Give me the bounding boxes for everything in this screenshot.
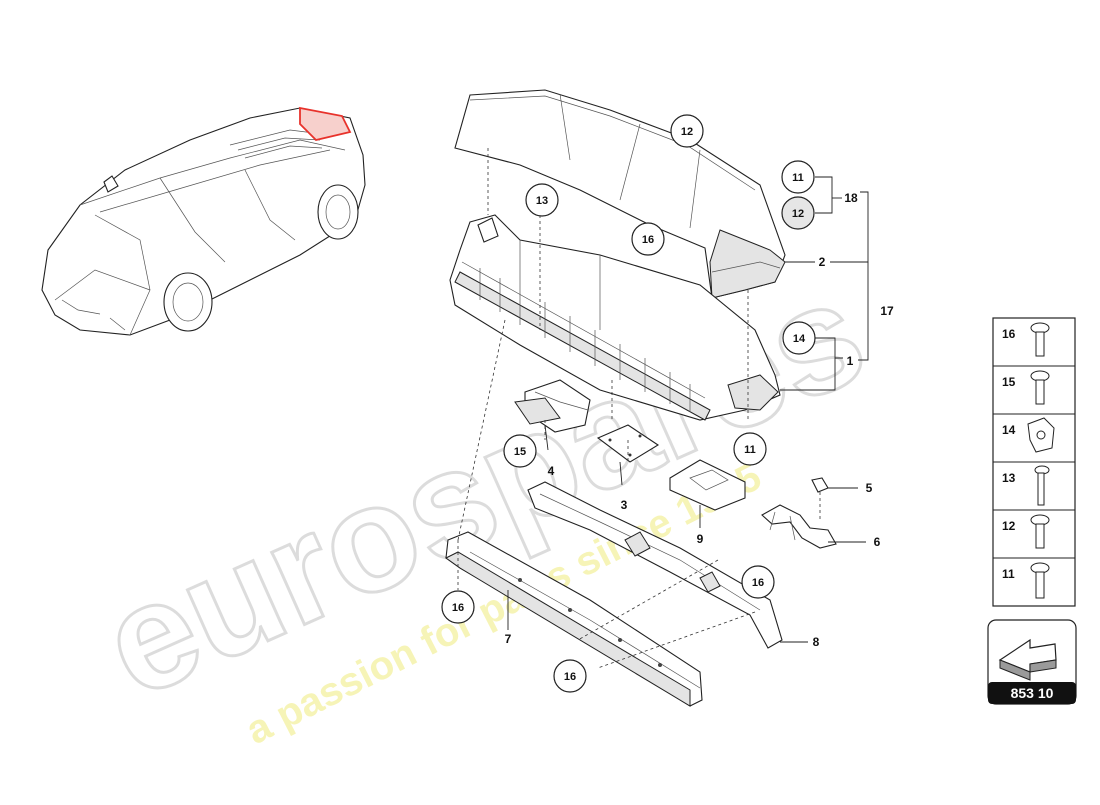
part-label-1: 1 [847,354,854,368]
callout-15: 15 [503,434,537,468]
callout-16-beam-bottom: 16 [553,659,587,693]
svg-text:13: 13 [1002,471,1016,485]
screw-icon [1030,322,1050,357]
callout-16-rail: 16 [741,565,775,599]
svg-text:11: 11 [744,444,756,456]
part-label-3: 3 [621,498,628,512]
svg-text:16: 16 [564,671,576,683]
legend-row-15: 15 [1002,370,1050,405]
plate-9 [669,459,746,511]
callout-13: 13 [525,183,559,217]
svg-text:14: 14 [1002,423,1016,437]
svg-text:16: 16 [1002,327,1016,341]
clip-5 [811,477,829,493]
cable-6 [761,504,837,549]
legend-row-11: 11 [1002,562,1050,599]
screw-icon [1030,370,1050,405]
part-label-5: 5 [866,481,873,495]
callout-11-kit: 11 [781,160,815,194]
part-label-7: 7 [505,632,512,646]
part-label-2: 2 [819,255,826,269]
svg-text:16: 16 [752,577,764,589]
screw-icon [1030,514,1050,549]
svg-text:12: 12 [792,208,804,220]
callout-16-undertray: 16 [631,222,665,256]
callout-14: 14 [782,321,816,355]
plate-3 [596,424,660,463]
beam-7 [445,531,703,707]
part-label-9: 9 [697,532,704,546]
rail-8 [527,481,783,649]
svg-text:13: 13 [536,195,548,207]
view-arrow-icon [998,638,1057,681]
part-label-17: 17 [880,304,894,318]
fastener-legend: 16 15 14 13 [992,317,1076,607]
clip-nut-icon [1027,417,1055,453]
car-illustration [41,106,366,336]
legend-row-16: 16 [1002,322,1050,357]
callout-12-kit: 12 [781,196,815,230]
svg-text:12: 12 [681,126,693,138]
part-label-8: 8 [813,635,820,649]
highlighted-spoiler [299,106,352,141]
legend-row-13: 13 [1002,465,1050,506]
svg-text:15: 15 [514,446,526,458]
spoiler-undertray [449,214,781,421]
leader-lines [507,176,869,643]
diagram-code-box: 853 10 [987,619,1077,705]
legend-row-12: 12 [1002,514,1050,549]
part-labels: 1 2 3 4 5 6 7 8 9 17 18 [505,191,894,649]
bracket-4 [514,379,591,433]
svg-text:16: 16 [642,234,654,246]
callout-12-wing: 12 [670,114,704,148]
bolt-icon [1034,465,1050,506]
part-label-4: 4 [548,464,555,478]
assembly-lines [457,148,821,669]
svg-text:14: 14 [793,333,806,345]
rear-spoiler-wing [454,89,786,299]
part-label-18: 18 [844,191,858,205]
screw-icon [1030,562,1050,599]
svg-text:12: 12 [1002,519,1016,533]
svg-text:16: 16 [452,602,464,614]
svg-text:15: 15 [1002,375,1016,389]
part-label-6: 6 [874,535,881,549]
legend-row-14: 14 [1002,417,1055,453]
callout-16-beam-left: 16 [441,590,475,624]
svg-text:11: 11 [1002,567,1015,581]
callouts: 12 13 16 11 12 14 11 15 [441,114,816,693]
svg-text:11: 11 [792,172,804,184]
diagram-code: 853 10 [1011,685,1054,701]
callout-11-undertray: 11 [733,432,767,466]
